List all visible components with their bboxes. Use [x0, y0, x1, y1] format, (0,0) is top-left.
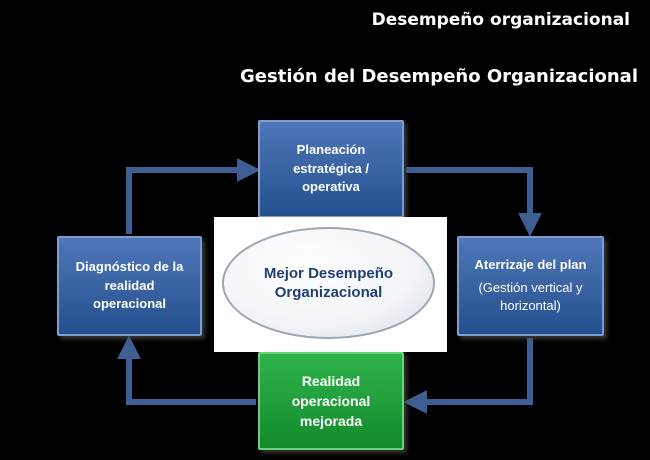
box-planeacion-line: Planeación	[296, 141, 366, 157]
box-planeacion: Planeación estratégica / operativa	[258, 120, 404, 218]
box-realidad-line: Realidad	[301, 372, 361, 389]
box-planeacion-line: operativa	[302, 179, 360, 195]
arrow-up-icon	[117, 335, 256, 405]
box-aterrizaje-sub: (Gestión vertical y	[478, 279, 583, 295]
box-diagnostico-line: operacional	[93, 296, 166, 312]
box-realidad-mejorada: Realidad operacional mejorada	[258, 352, 404, 450]
box-diagnostico-line: realidad	[104, 277, 155, 293]
box-aterrizaje: Aterrizaje del plan (Gestión vertical y …	[457, 236, 604, 336]
center-line: Mejor Desempeño	[263, 264, 394, 282]
center-ellipse: Mejor Desempeño Organizacional	[222, 227, 435, 339]
arrow-down-icon	[406, 167, 542, 237]
box-aterrizaje-title: Aterrizaje del plan	[474, 256, 587, 272]
box-aterrizaje-sub: horizontal)	[500, 298, 561, 314]
page-title: Desempeño organizacional	[371, 10, 630, 30]
center-line: Organizacional	[274, 284, 383, 301]
box-planeacion-line: estratégica /	[293, 160, 369, 176]
box-diagnostico-line: Diagnóstico de la	[75, 258, 184, 274]
center-panel: Mejor Desempeño Organizacional	[214, 217, 447, 352]
page-subtitle: Gestión del Desempeño Organizacional	[240, 66, 638, 87]
box-realidad-line: mejorada	[299, 413, 363, 430]
box-diagnostico: Diagnóstico de la realidad operacional	[57, 236, 202, 336]
arrow-right-icon	[126, 158, 261, 234]
box-realidad-line: operacional	[291, 392, 371, 409]
arrow-left-icon	[403, 338, 533, 414]
